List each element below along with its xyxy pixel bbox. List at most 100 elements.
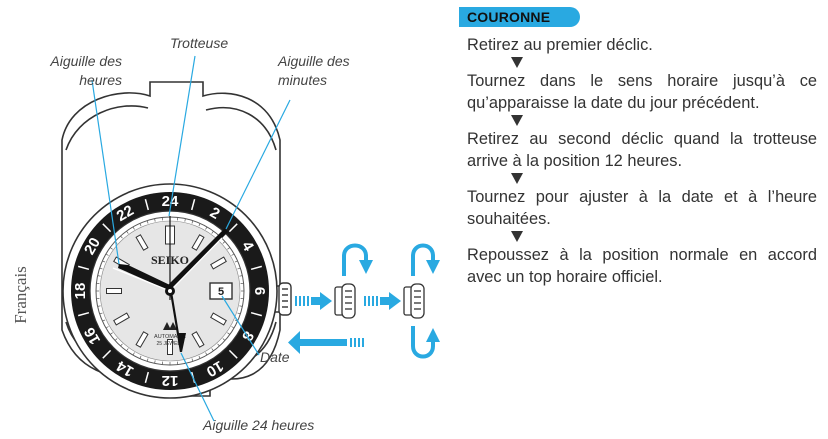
brand-emblem-icon	[163, 322, 177, 330]
section-title-badge: COURONNE	[459, 7, 581, 27]
minute-tick	[132, 226, 135, 230]
minute-tick	[184, 218, 186, 222]
bezel-number: 14	[113, 357, 137, 380]
arrow-down-icon	[511, 173, 523, 184]
minute-tick	[237, 267, 241, 270]
minute-tick	[211, 348, 214, 352]
dial-jewels: 25 JEWELS	[157, 341, 185, 347]
callout-leaders	[91, 55, 291, 422]
minute-tick	[99, 312, 103, 315]
bezel-number: 22	[114, 202, 137, 225]
minute-tick	[154, 360, 156, 364]
minute-tick	[237, 312, 241, 315]
minute-tick	[239, 305, 243, 307]
arrow-down-icon	[511, 115, 523, 126]
minute-tick	[191, 220, 194, 224]
label-minute-hand: Aiguille des minutes	[278, 53, 350, 88]
step-4: Tournez pour ajuster à la date et à l’he…	[467, 188, 817, 228]
arrow-down-icon	[511, 231, 523, 242]
bezel-number: 6	[251, 287, 268, 295]
minute-tick	[239, 275, 243, 277]
hour-marker	[210, 256, 227, 270]
minute-tick	[146, 220, 149, 224]
label-seconds-hand: Trotteuse	[170, 35, 229, 51]
label-hour-hand: Aiguille des heures	[50, 53, 122, 88]
crown-diagram	[288, 243, 440, 359]
minute-tick	[105, 253, 109, 256]
minute-tick	[120, 343, 123, 347]
minute-tick	[211, 230, 214, 234]
minute-tick	[222, 338, 226, 341]
hour-marker	[210, 312, 227, 326]
minute-tick	[198, 355, 201, 359]
bezel-tick	[144, 199, 150, 211]
minute-tick	[105, 326, 109, 329]
arrow-down-icon	[511, 57, 523, 68]
step-3: Retirez au second déclic quand la trotte…	[467, 130, 817, 170]
minute-tick	[231, 253, 235, 256]
bezel-tick	[102, 349, 112, 359]
bezel-tick	[250, 311, 262, 317]
bezel-number: 12	[162, 372, 179, 389]
bezel-number: 16	[81, 324, 104, 347]
minute-hand	[166, 228, 228, 293]
minute-tick	[109, 332, 113, 335]
minute-tick	[234, 260, 238, 263]
minute-tick	[139, 223, 142, 227]
bezel-tick	[144, 371, 150, 383]
bezel-tick	[228, 349, 238, 359]
bezel-tick	[250, 265, 262, 271]
minute-tick	[222, 241, 226, 244]
date-window	[209, 282, 233, 300]
minute-tick	[114, 338, 118, 341]
minute-tick	[97, 305, 101, 307]
minute-tick	[102, 319, 106, 322]
hour-marker	[113, 312, 130, 326]
minute-tick	[205, 352, 208, 356]
label-date: Date	[260, 349, 290, 365]
minute-tick	[126, 230, 129, 234]
minute-tick	[97, 275, 101, 277]
bezel-tick	[78, 311, 90, 317]
step-2: Tournez dans le sens horaire jusqu’à ce …	[467, 72, 817, 112]
date-window-number: 5	[218, 286, 224, 298]
bezel-tick	[102, 223, 112, 233]
label-24h-hand: Aiguille 24 heures	[203, 417, 315, 433]
minute-tick	[102, 260, 106, 263]
dial-automatic: AUTOMATIC	[154, 334, 186, 340]
minute-tick	[99, 267, 103, 270]
minute-tick	[205, 226, 208, 230]
section-title: COURONNE	[467, 9, 551, 25]
hour-marker	[135, 331, 149, 348]
bezel-number: 20	[81, 235, 104, 258]
minute-tick	[126, 348, 129, 352]
hour-marker	[135, 234, 149, 251]
minute-tick	[132, 352, 135, 356]
bezel-tick	[190, 199, 196, 211]
minute-tick	[198, 223, 201, 227]
bezel-number: 18	[72, 283, 89, 300]
hour-marker	[191, 234, 205, 251]
hour-marker	[106, 288, 122, 294]
hour-hand	[118, 264, 172, 291]
minute-tick	[231, 326, 235, 329]
hour-marker	[191, 331, 205, 348]
instruction-steps: Retirez au premier déclic. Tournez dans …	[467, 34, 817, 288]
minute-tick	[154, 218, 156, 222]
step-1: Retirez au premier déclic.	[467, 36, 653, 54]
minute-tick	[227, 247, 231, 250]
minute-tick	[217, 343, 220, 347]
bezel-tick	[78, 265, 90, 271]
minute-tick	[139, 355, 142, 359]
minute-tick	[120, 235, 123, 239]
minute-ticks	[96, 217, 244, 365]
hand-24h	[169, 291, 183, 353]
hands	[112, 216, 228, 353]
minute-tick	[109, 247, 113, 250]
step-5: Repoussez à la position normale en accor…	[467, 246, 817, 286]
hour-marker	[167, 339, 173, 355]
bezel-number: 10	[203, 357, 226, 380]
minute-tick	[146, 358, 149, 362]
bezel-tick	[228, 223, 238, 233]
